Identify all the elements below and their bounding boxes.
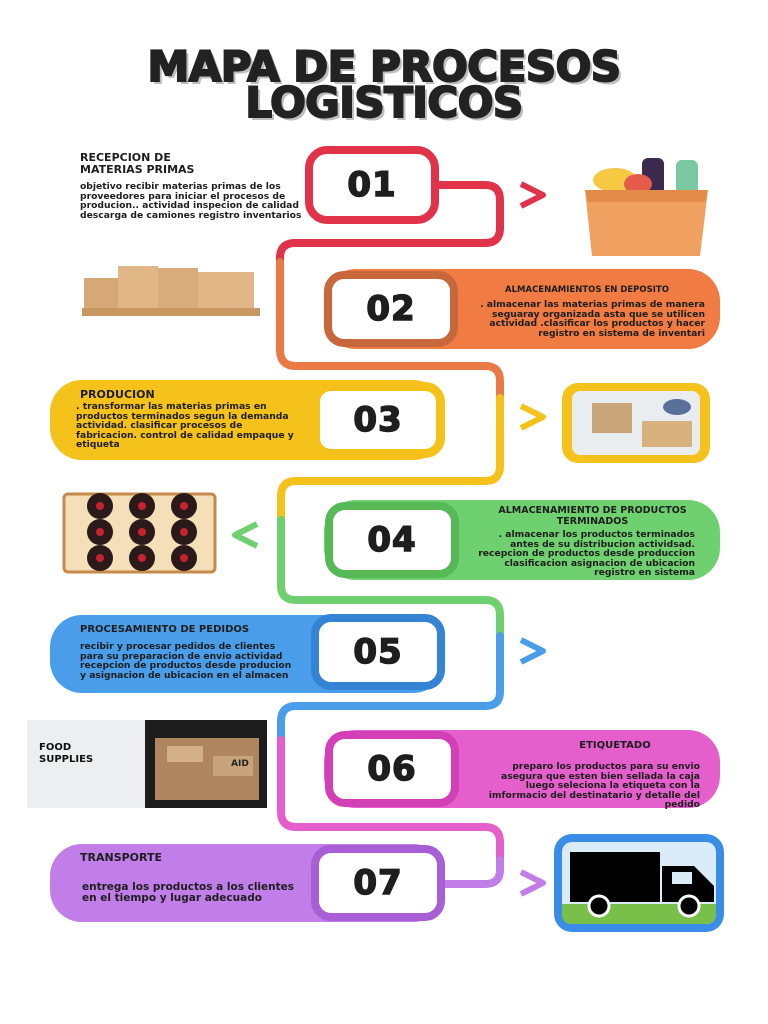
page-title-line1: MAPA DE PROCESOS — [146, 42, 622, 91]
step5-title: PROCESAMIENTO DE PEDIDOS — [80, 624, 250, 635]
step4-number: 04 — [367, 519, 417, 561]
page-title-line2: LOGISTICOS — [244, 78, 524, 127]
step5-number-box: 05 — [311, 614, 445, 690]
grocery-bag-icon — [585, 158, 708, 256]
step6-text: preparo los productos para su envio aseg… — [488, 761, 700, 811]
truck-photo: FOOD SUPPLIES AID — [27, 720, 267, 808]
arrow-right-icon — [519, 869, 546, 897]
step7-title: TRANSPORTE — [80, 851, 163, 864]
step2-number-box: 02 — [324, 271, 458, 347]
step3-number-box: 03 — [311, 382, 445, 458]
step2-number: 02 — [366, 288, 416, 330]
arrow-right-icon — [519, 181, 546, 209]
wine-rack-icon — [62, 492, 217, 574]
packing-photo-frame — [562, 383, 710, 463]
truck-icon — [562, 842, 716, 924]
step6-number: 06 — [367, 748, 417, 790]
step2-text: . almacenar las materias primas de maner… — [480, 299, 705, 339]
arrow-right-icon — [519, 637, 546, 665]
step1-text: objetivo recibir materias primas de los … — [80, 181, 302, 221]
step5-number: 05 — [353, 631, 403, 673]
step6-title: ETIQUETADO — [579, 740, 651, 751]
step5-text: recibir y procesar pedidos de clientes p… — [80, 641, 292, 681]
step3-title: PRODUCION — [80, 388, 155, 401]
step3-text: . transformar las materias primas en pro… — [76, 401, 294, 451]
step4-title: ALMACENAMIENTO DE PRODUCTOS TERMINADOS — [498, 505, 687, 527]
step7-text: entrega los productos a los clientes en … — [82, 881, 295, 904]
boxes-on-pallet-icon — [82, 266, 260, 316]
step4-number-box: 04 — [325, 502, 459, 578]
step1-title: RECEPCION DE MATERIAS PRIMAS — [80, 151, 195, 176]
arrow-left-icon — [232, 521, 259, 549]
step2-title: ALMACENAMIENTOS EN DEPOSITO — [505, 285, 669, 295]
step1-number: 01 — [347, 164, 397, 206]
step1-number-box: 01 — [305, 146, 439, 224]
truck-photo-side-text: FOOD SUPPLIES — [39, 742, 94, 765]
truck-photo-label: AID — [231, 759, 249, 769]
step6-number-box: 06 — [325, 731, 459, 807]
packing-photo — [572, 391, 700, 455]
step7-number: 07 — [353, 862, 403, 904]
truck-frame — [554, 834, 724, 932]
step7-number-box: 07 — [311, 845, 445, 921]
step3-number: 03 — [353, 399, 403, 441]
arrow-right-icon — [519, 403, 546, 431]
step4-text: . almacenar los productos terminados ant… — [478, 529, 695, 579]
